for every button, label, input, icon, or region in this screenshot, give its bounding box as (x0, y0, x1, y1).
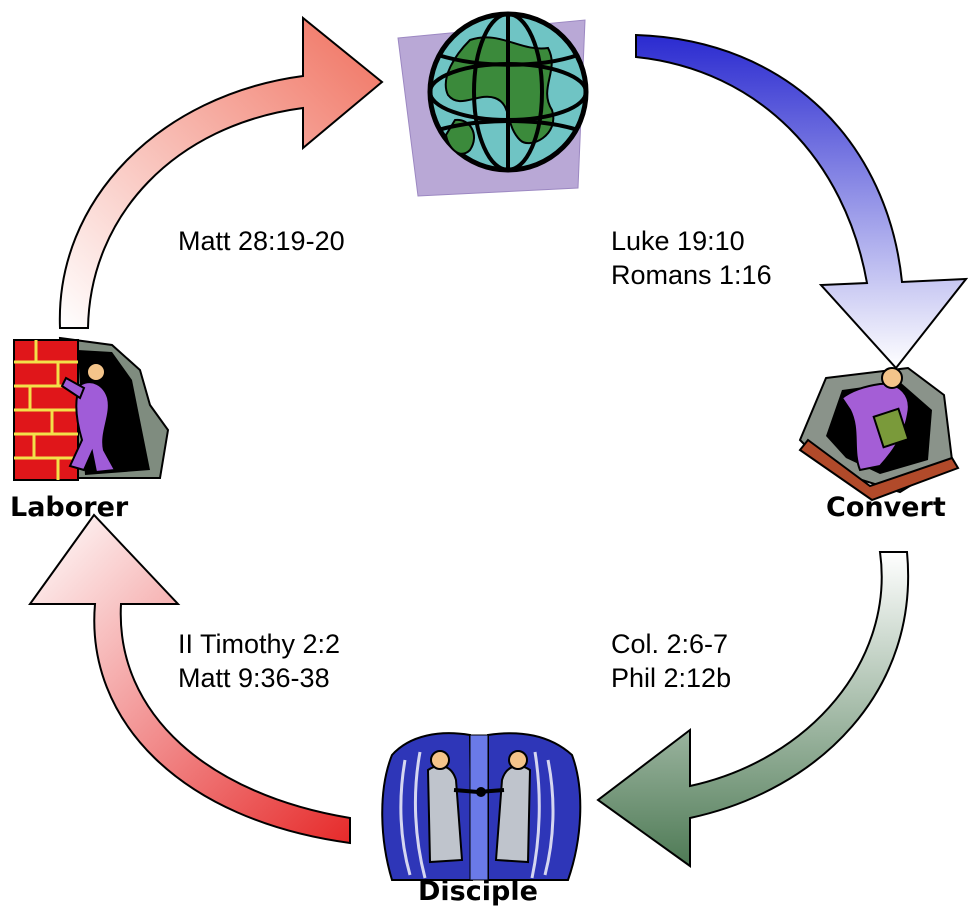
reference-line: Col. 2:6-7 (611, 629, 729, 659)
reference-disciple-to-laborer: II Timothy 2:2 Matt 9:36-38 (178, 627, 340, 695)
reference-line: Romans 1:16 (611, 260, 772, 290)
arrow-laborer-to-world (58, 15, 384, 329)
reference-convert-to-disciple: Col. 2:6-7 Phil 2:12b (611, 627, 731, 695)
reference-world-to-convert: Luke 19:10 Romans 1:16 (611, 224, 772, 292)
reference-laborer-to-world: Matt 28:19-20 (178, 224, 345, 258)
node-label-laborer: Laborer (10, 492, 129, 523)
reference-line: II Timothy 2:2 (178, 629, 341, 659)
node-label-disciple: Disciple (418, 876, 538, 907)
globe-icon (397, 11, 589, 197)
reference-line: Matt 9:36-38 (178, 663, 330, 693)
reference-line: Phil 2:12b (611, 663, 732, 693)
arrow-convert-to-disciple (596, 551, 910, 868)
person-building-brick-wall-icon (13, 336, 170, 481)
reference-line: Matt 28:19-20 (178, 226, 345, 256)
arrow-disciple-to-laborer (28, 513, 351, 845)
reference-line: Luke 19:10 (611, 226, 745, 256)
two-men-meeting-icon (381, 732, 582, 881)
node-label-convert: Convert (826, 492, 946, 523)
arrow-world-to-convert (635, 33, 968, 370)
person-emerging-with-book-icon (798, 366, 960, 502)
